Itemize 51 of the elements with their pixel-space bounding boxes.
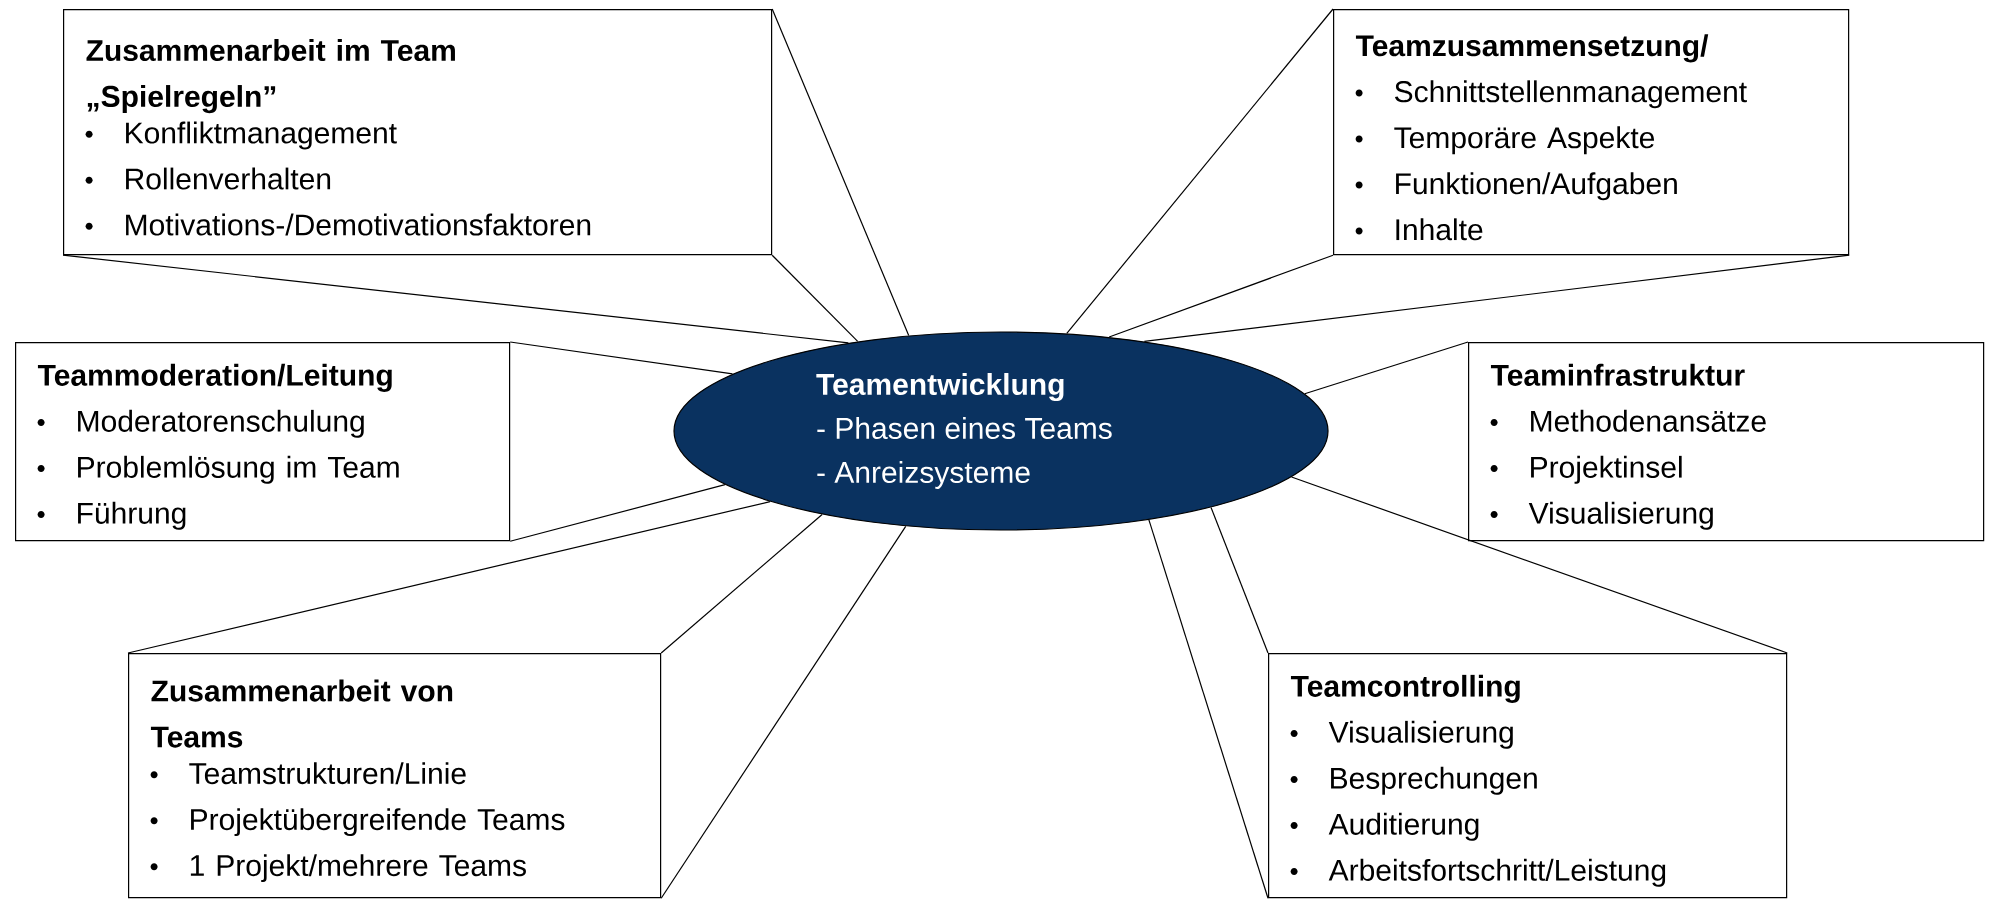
bullet-item: Visualisierung [1328, 720, 1513, 749]
bullet-item: Schnittstellenmanagement [1395, 80, 1747, 109]
box-heading: Zusammenarbeit im Team „Spielregeln” [86, 39, 455, 114]
connector-line [1290, 476, 1788, 654]
bullet-item: Visualisierung [1528, 501, 1713, 530]
bullet-item: Führung [78, 501, 186, 530]
ellipse-line: - Phasen eines Teams [817, 417, 1112, 440]
connector-line [127, 501, 771, 654]
connector-line [1304, 341, 1469, 395]
center-ellipse [673, 331, 1329, 531]
bullet-item: Inhalte [1396, 218, 1483, 241]
bullet-item: Rollenverhalten [126, 167, 331, 190]
connector-line [771, 254, 859, 343]
topic-box [1268, 653, 1788, 899]
bullet-item: Moderatorenschulung [78, 409, 364, 438]
box-heading: Teammoderation/Leitung [37, 363, 392, 392]
bullet-item: Motivations-/Demotivationsfaktoren [126, 213, 591, 236]
connector-line [771, 8, 910, 337]
bullet-item: Methodenansätze [1531, 409, 1766, 432]
bullet-item: Projektübergreifende Teams [191, 808, 565, 837]
bullet-item: Arbeitsfortschritt/Leistung [1328, 858, 1666, 887]
connector-line [1108, 254, 1334, 338]
bullet-item: Teamstrukturen/Linie [189, 762, 466, 785]
box-heading: Teaminfrastruktur [1490, 363, 1745, 386]
bullet-item: Problemlösung im Team [78, 455, 399, 484]
box-heading: Teamzusammensetzung/ [1355, 34, 1709, 63]
bullet-item: Projektinsel [1531, 455, 1682, 484]
box-heading: Zusammenarbeit von Teams [150, 679, 453, 748]
topic-box [1468, 342, 1985, 542]
connector-line [1210, 506, 1269, 654]
box-heading: Teamcontrolling [1290, 674, 1520, 703]
bullet-item: 1 Projekt/mehrere Teams [190, 854, 526, 883]
ellipse-line: - Anreizsysteme [817, 461, 1030, 489]
topic-box [1333, 9, 1850, 256]
connector-line [660, 525, 907, 899]
ellipse-heading: Teamentwicklung [816, 373, 1064, 402]
topic-box [15, 342, 511, 542]
bullet-item: Besprechungen [1331, 766, 1537, 795]
connector-line [1066, 8, 1334, 335]
connector-line [509, 341, 734, 375]
connector-line [660, 513, 823, 654]
bullet-item: Auditierung [1328, 812, 1479, 841]
bullet-item: Temporäre Aspekte [1394, 126, 1655, 155]
topic-box [128, 653, 662, 899]
connector-line [509, 484, 726, 542]
connector-line [1148, 519, 1269, 899]
connector-line [1143, 254, 1850, 343]
bullet-item: Konfliktmanagement [126, 121, 397, 150]
topic-box [63, 9, 773, 256]
bullet-item: Funktionen/Aufgaben [1396, 172, 1677, 201]
connector-line [62, 254, 849, 344]
